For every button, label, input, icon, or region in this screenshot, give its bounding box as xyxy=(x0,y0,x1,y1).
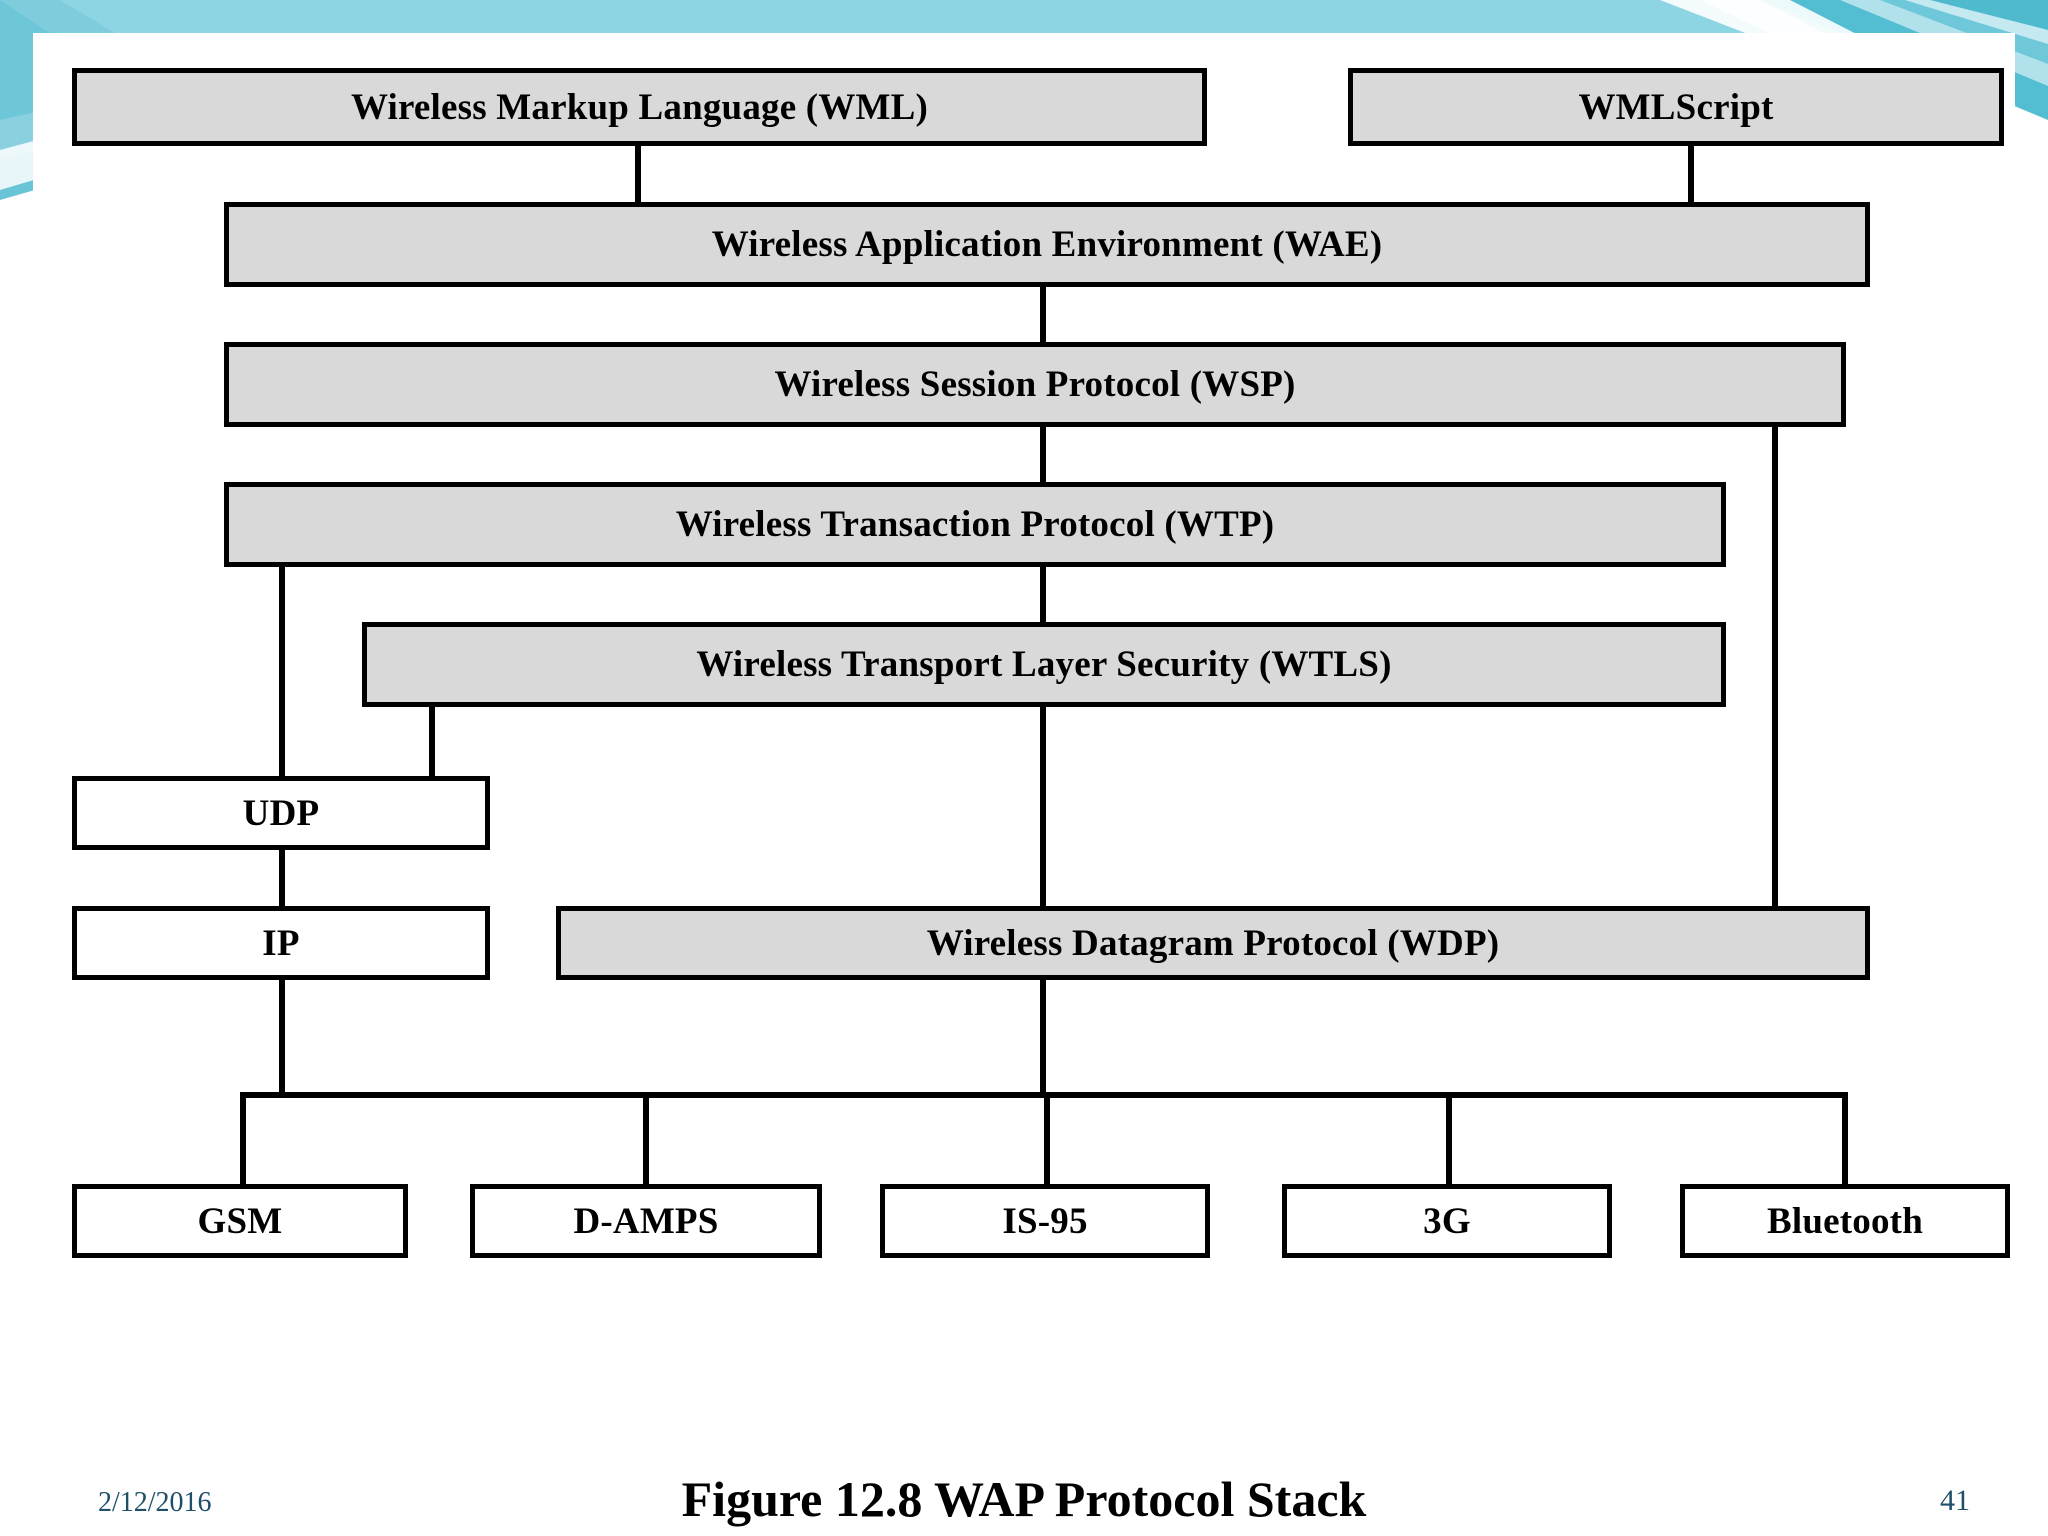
box-damps[interactable]: D-AMPS xyxy=(470,1184,822,1258)
box-damps-label: D-AMPS xyxy=(573,1200,719,1242)
box-wtls[interactable]: Wireless Transport Layer Security (WTLS) xyxy=(362,622,1726,707)
box-wae-label: Wireless Application Environment (WAE) xyxy=(711,224,1383,265)
connector-wtp-to-udp xyxy=(279,567,285,783)
box-wtp-label: Wireless Transaction Protocol (WTP) xyxy=(675,504,1275,545)
box-3g[interactable]: 3G xyxy=(1282,1184,1612,1258)
connector-wtls-to-wdp xyxy=(1040,707,1046,909)
box-3g-label: 3G xyxy=(1423,1200,1471,1242)
box-ip-label: IP xyxy=(262,922,300,964)
connector-wsp-to-wdp xyxy=(1772,427,1778,909)
footer-page-number: 41 xyxy=(1940,1484,1970,1517)
box-bluetooth-label: Bluetooth xyxy=(1767,1200,1923,1242)
connector-bus-to-damps xyxy=(643,1092,649,1188)
connector-udp-to-ip xyxy=(279,845,285,911)
connector-wdp-to-bearer-bus xyxy=(1040,973,1046,1095)
box-ip[interactable]: IP xyxy=(72,906,490,980)
box-wae[interactable]: Wireless Application Environment (WAE) xyxy=(224,202,1870,287)
connector-bus-to-bluetooth xyxy=(1842,1092,1848,1188)
connector-wtls-to-udp xyxy=(429,707,435,783)
box-wsp[interactable]: Wireless Session Protocol (WSP) xyxy=(224,342,1846,427)
box-wml-label: Wireless Markup Language (WML) xyxy=(350,86,929,128)
connector-wtp-to-wtls xyxy=(1040,567,1046,630)
connector-bus-to-is95 xyxy=(1044,1092,1050,1188)
box-bluetooth[interactable]: Bluetooth xyxy=(1680,1184,2010,1258)
box-wdp-label: Wireless Datagram Protocol (WDP) xyxy=(926,922,1500,964)
box-wmlscript-label: WMLScript xyxy=(1578,86,1774,128)
figure-caption: Figure 12.8 WAP Protocol Stack xyxy=(681,1471,1367,1527)
box-gsm-label: GSM xyxy=(197,1200,283,1242)
box-is95[interactable]: IS-95 xyxy=(880,1184,1210,1258)
box-wsp-label: Wireless Session Protocol (WSP) xyxy=(774,364,1296,405)
box-gsm[interactable]: GSM xyxy=(72,1184,408,1258)
connector-wae-to-wsp xyxy=(1040,287,1046,349)
box-wdp[interactable]: Wireless Datagram Protocol (WDP) xyxy=(556,906,1870,980)
box-wmlscript[interactable]: WMLScript xyxy=(1348,68,2004,146)
connector-bus-to-3g xyxy=(1446,1092,1452,1188)
box-udp[interactable]: UDP xyxy=(72,776,490,850)
box-is95-label: IS-95 xyxy=(1002,1200,1088,1242)
connector-wsp-to-wtp xyxy=(1040,427,1046,490)
connector-ip-to-bearer-bus xyxy=(279,973,285,1095)
connector-wmlscript-to-wae xyxy=(1688,144,1694,204)
box-wtp[interactable]: Wireless Transaction Protocol (WTP) xyxy=(224,482,1726,567)
box-wml[interactable]: Wireless Markup Language (WML) xyxy=(72,68,1207,146)
box-udp-label: UDP xyxy=(242,792,320,834)
connector-wml-to-wae xyxy=(635,144,641,204)
connector-bus-to-gsm xyxy=(240,1092,246,1188)
box-wtls-label: Wireless Transport Layer Security (WTLS) xyxy=(696,644,1392,685)
footer-date: 2/12/2016 xyxy=(98,1487,212,1518)
